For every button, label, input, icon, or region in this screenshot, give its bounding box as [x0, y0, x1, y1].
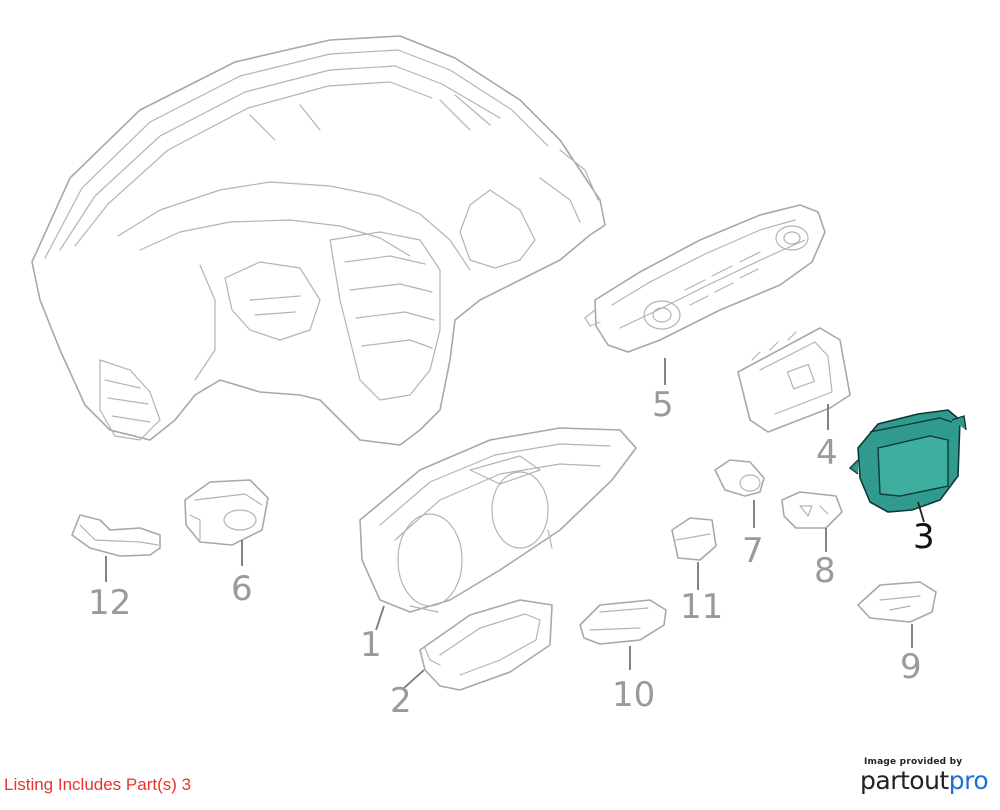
- image-credit-text: Image provided by: [864, 757, 963, 767]
- callout-labels: 5 4 3 1 2 6 12 7 8 11 10 9: [88, 385, 935, 721]
- callout-1: 1: [360, 625, 382, 665]
- callout-7: 7: [742, 531, 764, 571]
- callout-8: 8: [814, 551, 836, 591]
- part-9-switch-bezel: [857, 581, 937, 623]
- listing-caption: Listing Includes Part(s) 3: [4, 775, 192, 794]
- part-3-display-screen: [848, 409, 967, 513]
- brand-text-part1: partout: [860, 766, 949, 795]
- dashboard-panel: [31, 35, 606, 446]
- leader-lines: [105, 358, 925, 689]
- brand-text-part2: pro: [948, 766, 989, 795]
- partoutpro-logo: partoutpro: [860, 766, 989, 795]
- callout-11: 11: [680, 587, 723, 627]
- part-4-module: [737, 327, 851, 433]
- callout-3: 3: [913, 517, 935, 557]
- callout-5: 5: [652, 385, 674, 425]
- callout-9: 9: [900, 647, 922, 687]
- part-11-button: [671, 517, 717, 561]
- callout-12: 12: [88, 583, 131, 623]
- part-6-headlamp-switch: [184, 479, 269, 546]
- part-5-climate-control: [584, 204, 826, 353]
- callout-10: 10: [612, 675, 655, 715]
- part-1-cluster-housing: [359, 427, 637, 613]
- part-8-switch: [781, 491, 843, 529]
- part-10-trim-panel: [579, 599, 667, 645]
- callout-6: 6: [231, 569, 253, 609]
- part-2-cluster-lens: [419, 599, 553, 691]
- part-7-knob: [714, 459, 765, 497]
- part-12-bracket: [71, 514, 161, 557]
- callout-2: 2: [390, 681, 412, 721]
- callout-4: 4: [816, 433, 838, 473]
